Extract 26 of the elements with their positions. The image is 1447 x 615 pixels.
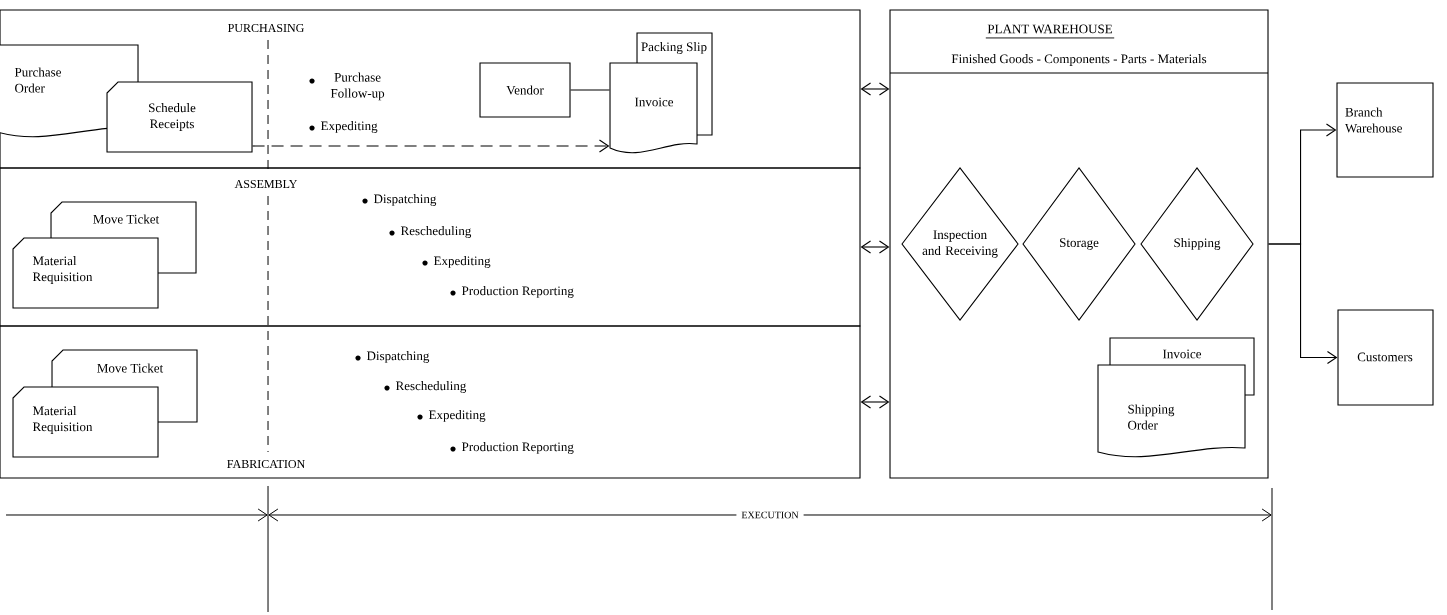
bullet-item: Production Reporting: [450, 442, 574, 454]
lane-heading: ASSEMBLY: [234, 179, 298, 188]
lane-heading: PURCHASING: [228, 23, 304, 32]
bullet-item: Dispatching: [355, 351, 430, 363]
arrow: [1268, 243, 1338, 365]
bullet-item: Expediting: [417, 410, 486, 422]
bullet-item: Purchase Follow-up: [309, 72, 385, 101]
bullet-item: Production Reporting: [450, 286, 574, 298]
process-box: Vendor: [479, 62, 571, 118]
dimension-label: EXECUTION: [736, 506, 804, 524]
bullet-item: Expediting: [309, 121, 378, 133]
panel-subtitle: Finished Goods - Components - Parts - Materials: [951, 54, 1207, 66]
process-box: Invoice: [1109, 337, 1255, 396]
lane-heading: FABRICATION: [227, 459, 305, 468]
panel-title: PLANT WAREHOUSE: [985, 24, 1115, 39]
bullet-item: Dispatching: [362, 194, 437, 206]
dashed-arrow: [252, 139, 610, 153]
connector-line: [570, 89, 610, 91]
bullet-item: Expediting: [422, 256, 491, 268]
arrow: [860, 240, 890, 254]
arrow: [860, 82, 890, 96]
process-box: Branch Warehouse: [1336, 82, 1434, 178]
arrow: [860, 395, 890, 409]
bullet-item: Rescheduling: [389, 226, 472, 238]
process-box: Customers: [1337, 309, 1434, 406]
bullet-item: Rescheduling: [384, 381, 467, 393]
